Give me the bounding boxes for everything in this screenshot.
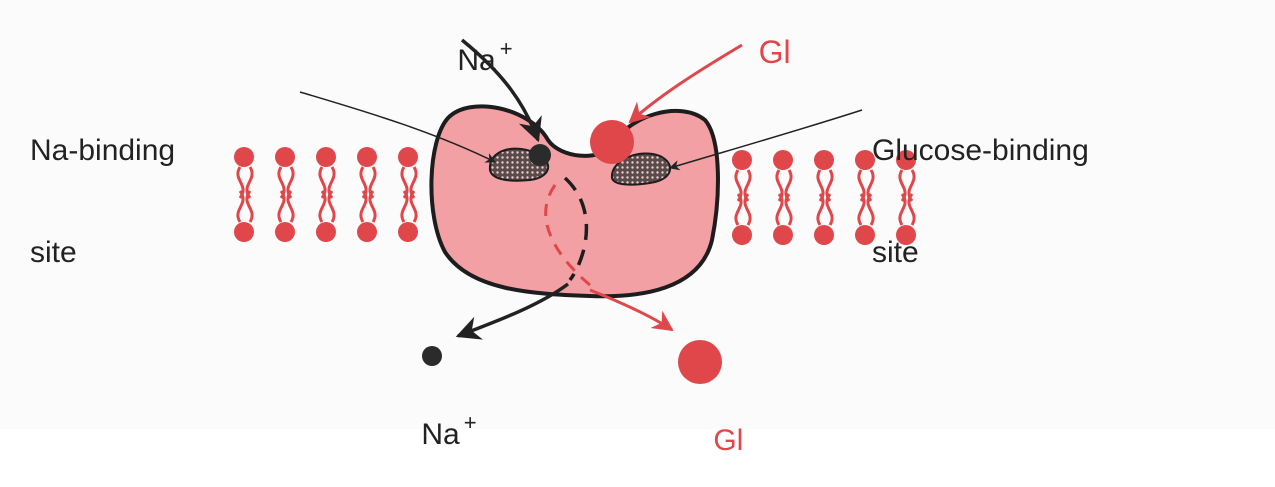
sodium-ion-bottom (422, 346, 442, 366)
glucose-molecule-top (590, 120, 634, 164)
sodium-charge-bottom: + (464, 410, 477, 435)
transporter-protein (431, 106, 718, 296)
sodium-label-bottom-text: Na (421, 418, 459, 451)
glucose-binding-line-1: Glucose-binding (872, 134, 1089, 168)
na-binding-line-1: Na-binding (30, 134, 175, 168)
sodium-charge-top: + (500, 36, 513, 61)
lipid-bilayer-left (234, 147, 418, 242)
na-binding-line-2: site (30, 236, 175, 270)
diagram-canvas: Na+ Gl Na-binding site Glucose-binding s… (0, 0, 1275, 429)
glucose-label-top: Gl (723, 4, 791, 100)
sodium-ion-top (529, 144, 551, 166)
glucose-binding-line-2: site (872, 236, 1089, 270)
glucose-binding-site-label: Glucose-binding site (872, 66, 1089, 338)
glucose-molecule-bottom (678, 340, 722, 384)
sodium-label-bottom: Na+ (388, 382, 477, 480)
glucose-label-bottom: Gl (680, 396, 743, 486)
na-binding-site-label: Na-binding site (30, 66, 175, 338)
sodium-label-top: Na+ (424, 8, 513, 106)
sodium-label-top-text: Na (457, 44, 495, 77)
glucose-label-top-text: Gl (759, 34, 791, 70)
